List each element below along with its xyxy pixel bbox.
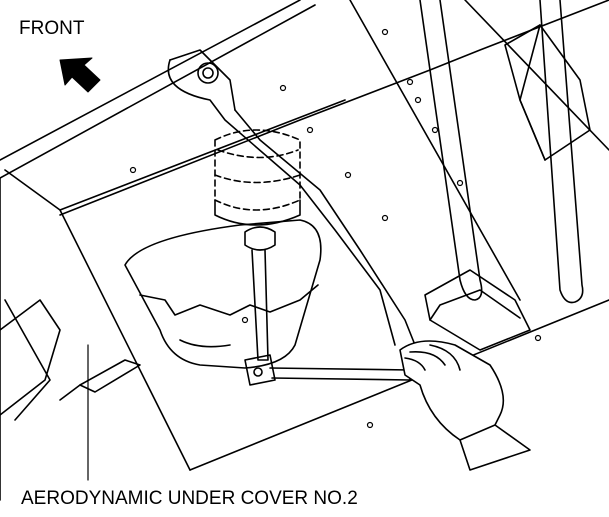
aerodynamic-under-cover [0,299,141,421]
pipe [167,49,416,346]
arrow-up-left-icon [59,57,101,93]
brake-lines [419,0,584,304]
mounting-holes [129,28,542,429]
lower-mount [424,269,531,351]
wrench [244,226,411,386]
hand [399,340,531,471]
front-label: FRONT [19,18,85,39]
under-cover-label: AERODYNAMIC UNDER COVER NO.2 [21,488,358,509]
filter-opening [124,219,322,369]
oil-filter [214,129,301,226]
rear-bracket [504,24,591,161]
